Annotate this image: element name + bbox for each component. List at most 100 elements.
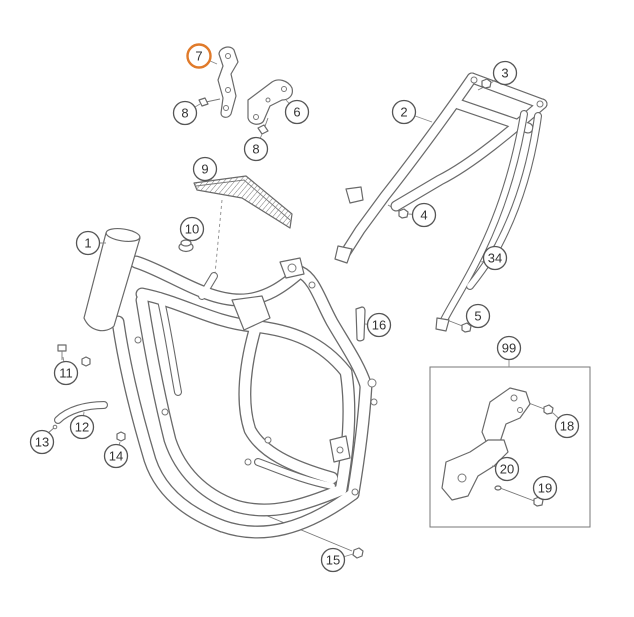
bolt-head <box>198 97 209 107</box>
callout-99[interactable]: 99 <box>496 335 522 361</box>
callout-circle <box>532 475 558 501</box>
callout-circle <box>465 303 491 329</box>
callout-circle <box>243 136 269 162</box>
cap-top <box>180 239 192 247</box>
callout-circle <box>492 60 518 86</box>
head-tube-part-1 <box>83 228 141 332</box>
kit-99-box <box>429 366 591 528</box>
callout-circle <box>103 443 129 469</box>
callout-circle <box>172 100 198 126</box>
mount-bolt <box>336 446 344 454</box>
callout-circle <box>179 216 205 242</box>
callout-1[interactable]: 1 <box>75 230 101 256</box>
callout-14[interactable]: 14 <box>103 443 129 469</box>
callout-8[interactable]: 8 <box>243 136 269 162</box>
subframe-part-2 <box>334 76 544 264</box>
callout-7[interactable]: 7 <box>186 43 212 69</box>
mount-hole <box>536 100 544 108</box>
callout-circle <box>366 312 392 338</box>
mount-bolt <box>367 378 377 388</box>
callout-15[interactable]: 15 <box>320 547 346 573</box>
mount-hole <box>470 76 478 84</box>
callout-9[interactable]: 9 <box>192 156 218 182</box>
bolt-head <box>543 404 554 415</box>
main-frame <box>118 258 378 532</box>
callout-18[interactable]: 18 <box>554 413 580 439</box>
mount-bolt <box>370 398 378 406</box>
bracket-hole <box>281 86 287 92</box>
callout-8[interactable]: 8 <box>172 100 198 126</box>
callout-number: 3 <box>501 66 508 81</box>
callout-10[interactable]: 10 <box>179 216 205 242</box>
callout-circle <box>192 156 218 182</box>
bolt-axis-line <box>205 98 221 103</box>
callout-circle <box>75 230 101 256</box>
callout-19[interactable]: 19 <box>532 475 558 501</box>
callout-circle <box>284 99 310 125</box>
bolt-head <box>461 322 472 333</box>
callout-number: 14 <box>109 449 123 464</box>
callout-circle <box>496 335 522 361</box>
strut-part-34 <box>435 114 538 332</box>
tank-strap <box>193 175 293 229</box>
tank-strap-edge <box>195 179 291 221</box>
bracket-hole <box>223 105 229 111</box>
callout-circle <box>320 547 346 573</box>
callout-circle <box>391 99 417 125</box>
callout-12[interactable]: 12 <box>69 414 95 440</box>
callout-16[interactable]: 16 <box>366 312 392 338</box>
callout-number: 10 <box>185 222 199 237</box>
callout-number: 19 <box>538 481 552 496</box>
callout-circle <box>554 413 580 439</box>
washer <box>494 485 502 491</box>
bolt-part-8 <box>198 97 209 107</box>
bracket-part-6 <box>247 79 293 125</box>
callout-4[interactable]: 4 <box>411 202 437 228</box>
callout-number: 1 <box>84 236 91 251</box>
callout-number: 34 <box>488 251 502 266</box>
cap-part-10 <box>178 239 194 253</box>
subframe-tab <box>345 186 364 204</box>
bolt-axis-line <box>499 487 538 503</box>
callout-number: 5 <box>474 309 481 324</box>
bolt-part-4 <box>398 208 409 219</box>
nut <box>81 356 91 367</box>
callout-3[interactable]: 3 <box>492 60 518 86</box>
bolt-part-11 <box>57 344 91 367</box>
callout-circle <box>411 202 437 228</box>
callout-2[interactable]: 2 <box>391 99 417 125</box>
callout-number: 15 <box>326 553 340 568</box>
bolt-head <box>57 344 67 352</box>
bar <box>355 306 366 342</box>
subframe-tab <box>334 245 353 264</box>
bolt-head <box>481 78 492 89</box>
bolt-head <box>398 208 409 219</box>
callout-number: 16 <box>372 318 386 333</box>
mount-bolt <box>134 336 142 344</box>
bolt-head <box>116 431 126 442</box>
bolt-part-3 <box>481 78 492 89</box>
callout-circle <box>186 43 212 69</box>
callout-circle <box>482 245 508 271</box>
frame-gusset <box>231 295 271 331</box>
strut-end-tab <box>435 317 450 332</box>
callout-6[interactable]: 6 <box>284 99 310 125</box>
callout-number: 20 <box>500 462 514 477</box>
mount-bolt <box>287 263 297 273</box>
callout-34[interactable]: 34 <box>482 245 508 271</box>
callout-number: 2 <box>400 105 407 120</box>
bracket-hole <box>265 97 271 103</box>
mount-bolt <box>161 408 169 416</box>
callout-13[interactable]: 13 <box>29 429 55 455</box>
callout-number: 7 <box>195 49 202 64</box>
bracket-hole <box>510 394 518 402</box>
callout-11[interactable]: 11 <box>53 360 79 386</box>
bar-part-16 <box>355 306 366 342</box>
callout-circle <box>69 414 95 440</box>
callout-number: 12 <box>75 420 89 435</box>
head-tube-body <box>83 232 141 332</box>
callout-20[interactable]: 20 <box>494 456 520 482</box>
callout-number: 99 <box>502 341 516 356</box>
callout-5[interactable]: 5 <box>465 303 491 329</box>
